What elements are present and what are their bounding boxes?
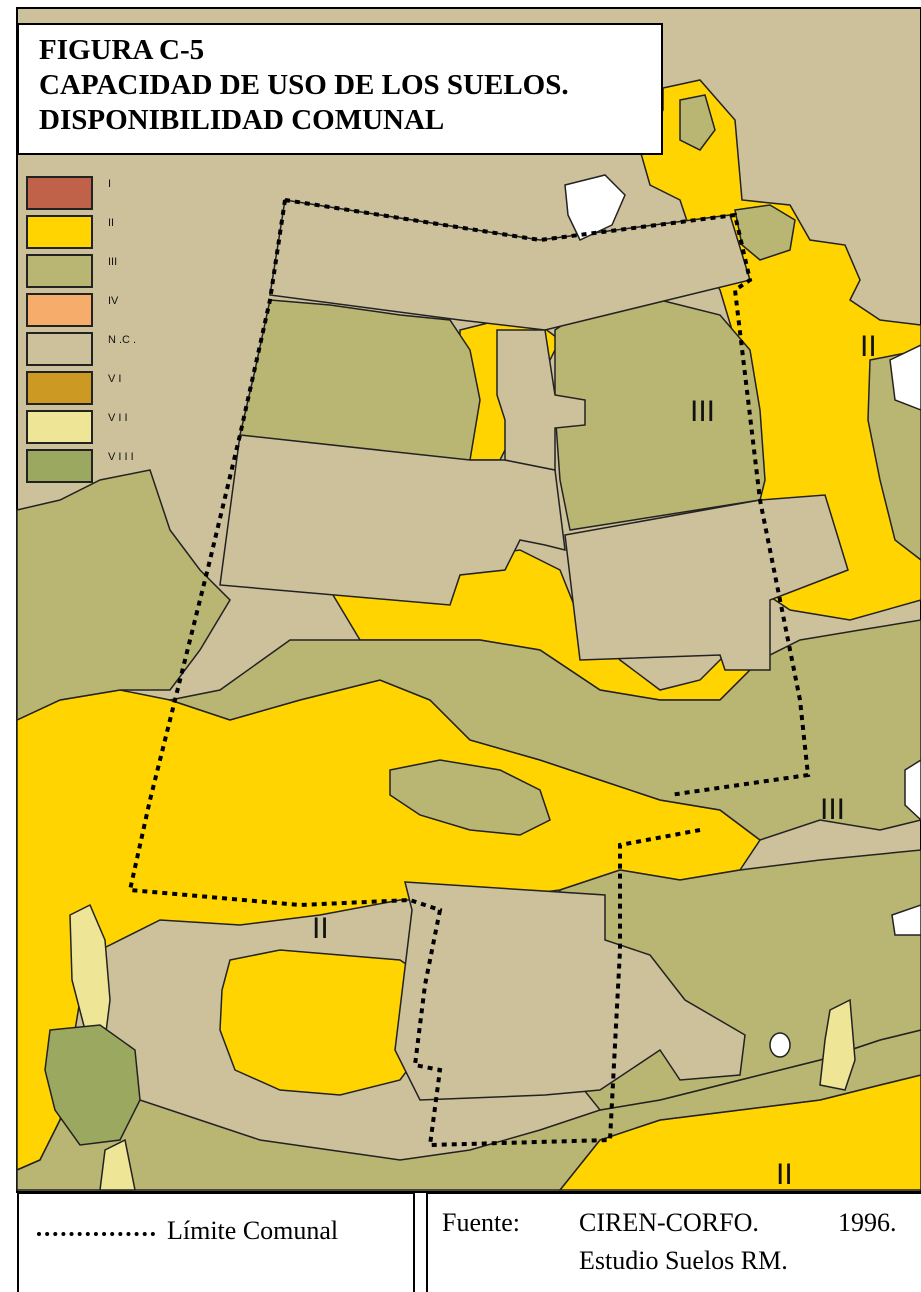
zone-ii-northeast: [639, 79, 921, 621]
parcel-nc-west: [219, 434, 566, 606]
source-year: 1996.: [838, 1208, 897, 1237]
legend-swatch: [26, 410, 93, 444]
zone-viii-southwest: [44, 1024, 141, 1146]
source-study: Estudio Suelos RM.: [579, 1246, 788, 1275]
zone-vii-southwest: [69, 903, 111, 1042]
legend-row: IV: [26, 293, 176, 332]
legend-label: I: [108, 178, 112, 190]
zone-vii-southeast: [819, 998, 856, 1091]
source-box: Fuente: CIREN-CORFO. 1996. Estudio Suelo…: [426, 1192, 921, 1292]
zone-iii-northeast-top: [679, 94, 716, 151]
legend-label: IV: [108, 295, 119, 307]
legend-row: III: [26, 254, 176, 293]
legend-row: N .C .: [26, 332, 176, 371]
source-organization: CIREN-CORFO.: [579, 1208, 759, 1237]
figure-subtitle: DISPONIBILIDAD COMUNAL: [39, 104, 445, 136]
urban-patch-east: [889, 344, 921, 411]
boundary-legend-box: Límite Comunal: [17, 1192, 415, 1292]
legend-row: II: [26, 215, 176, 254]
zone-iii-west: [16, 469, 231, 722]
zone-ii-south-blob: [219, 949, 431, 1096]
legend-swatch: [26, 254, 93, 288]
source-label: Fuente:: [442, 1208, 520, 1237]
legend-swatch: [26, 332, 93, 366]
boundary-line-sample: [37, 1232, 155, 1236]
figure-title-box: FIGURA C-5 CAPACIDAD DE USO DE LOS SUELO…: [17, 23, 663, 155]
legend-swatch: [26, 371, 93, 405]
map-label-ii-east: II: [860, 330, 877, 363]
map-label-ii-south: II: [776, 1158, 793, 1191]
communal-boundary: [127, 198, 811, 1148]
legend-swatch: [26, 293, 93, 327]
parcel-nc-east: [564, 494, 849, 671]
legend-swatch: [26, 449, 93, 483]
legend-label: V I I: [108, 412, 128, 424]
legend-label: V I I I: [108, 451, 134, 463]
boundary-legend-label: Límite Comunal: [167, 1216, 339, 1245]
zone-iii-northeast-small: [734, 204, 796, 261]
legend-swatch: [26, 176, 93, 210]
zone-iii-northwest-inset: [239, 299, 481, 461]
legend-row: V I I I: [26, 449, 176, 488]
urban-patch-north: [564, 174, 626, 241]
zone-iii-east-center: [554, 299, 766, 531]
map-label-ii-southwest: II: [312, 912, 329, 945]
legend-label: V I: [108, 373, 122, 385]
figure-title: CAPACIDAD DE USO DE LOS SUELOS.: [39, 69, 569, 101]
urban-patch-small: [769, 1032, 791, 1058]
zone-iii-center-south: [167, 619, 921, 841]
urban-patch-east2: [904, 759, 921, 822]
legend-label: II: [108, 217, 115, 229]
map-label-iii-southeast: III: [820, 793, 846, 826]
zone-iii-inner-blob: [389, 759, 551, 836]
map-label-iii-center: III: [690, 395, 716, 428]
legend-label: N .C .: [108, 334, 137, 346]
legend-label: III: [108, 256, 118, 268]
legend-swatch: [26, 215, 93, 249]
zone-vii-south-west2: [99, 1138, 136, 1191]
legend-row: I: [26, 176, 176, 215]
legend-row: V I I: [26, 410, 176, 449]
urban-patch-east3: [891, 904, 921, 936]
legend-row: V I: [26, 371, 176, 410]
parcel-nc-corridor: [496, 329, 586, 471]
figure-number: FIGURA C-5: [39, 34, 205, 66]
